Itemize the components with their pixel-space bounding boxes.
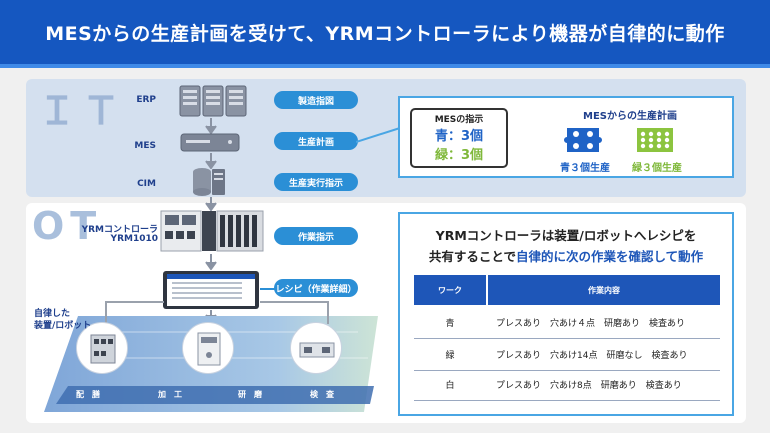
controller-label-model: YRM1010 [110, 234, 158, 244]
page-title: MESからの生産計画を受けて、YRMコントローラにより機器が自律的に動作 [0, 0, 770, 68]
it-section-label: ＩＴ [38, 89, 127, 133]
pill-manufacturing-order: 製造指図 [274, 91, 358, 109]
arrow-down-icon [205, 153, 217, 169]
yrm-controller-device [160, 210, 264, 252]
device-circle-3 [290, 322, 342, 374]
yrm-callout-line1: YRMコントローラは装置/ロボットへレシピを [435, 228, 697, 243]
page-title-text: MESからの生産計画を受けて、YRMコントローラにより機器が自律的に動作 [45, 22, 725, 45]
callout-connector [356, 127, 401, 143]
robot-label-line2: 装置/ロボット [34, 321, 92, 331]
mes-instruction-box [410, 108, 508, 168]
yrm-explanation-callout [398, 212, 734, 416]
table-divider [414, 338, 720, 339]
pill-recipe: レシピ（作業詳細） [274, 279, 358, 297]
floor-step-1: 配 膳 [76, 390, 100, 399]
floor-step-2: 加 工 [158, 390, 182, 399]
yrm-callout-line2-highlight: 自律的に次の作業を確認して動作 [516, 249, 704, 264]
yrm-callout-line2-plain: 共有することで [428, 249, 516, 264]
green-production-caption: 緑３個生産 [632, 163, 682, 174]
table-row-3-content: プレスあり 穴あけ8点 研磨あり 検査あり [496, 380, 682, 391]
table-row-2-work: 緑 [445, 350, 455, 361]
cim-database-icon [193, 168, 225, 196]
cim-label: CIM [137, 179, 156, 189]
pill-production-exec: 生産実行指示 [274, 173, 358, 191]
erp-label: ERP [136, 95, 156, 105]
controller-label-name: YRMコントローラ [81, 225, 158, 235]
mes-green-count: 緑：3個 [434, 148, 484, 163]
floor-step-4: 検 査 [310, 390, 334, 399]
table-row-3-work: 白 [445, 380, 455, 391]
recipe-connector [260, 288, 276, 290]
table-row-1-content: プレスあり 穴あけ４点 研磨あり 検査あり [496, 318, 686, 329]
mes-blue-count: 青：3個 [434, 129, 484, 144]
table-divider [414, 370, 720, 371]
drive-unit-icon [197, 332, 221, 366]
table-row-2-content: プレスあり 穴あけ14点 研磨なし 検査あり [496, 350, 688, 361]
mes-plan-title: MESからの生産計画 [583, 111, 677, 122]
io-module-icon [90, 334, 116, 364]
mes-label: MES [134, 141, 156, 151]
device-circle-2 [182, 322, 234, 374]
table-header-work: ワーク [414, 275, 486, 305]
table-row-1-work: 青 [445, 318, 455, 329]
inspection-unit-icon [299, 342, 335, 358]
mes-server-icon [180, 133, 240, 152]
yrm-callout-line2: 共有することで自律的に次の作業を確認して動作 [398, 246, 734, 265]
device-circle-1 [76, 322, 128, 374]
erp-server-icon [179, 85, 247, 117]
table-divider [414, 400, 720, 401]
pill-work-instruction: 作業指示 [274, 227, 358, 245]
blue-production-caption: 青３個生産 [560, 163, 610, 174]
robot-label-line1: 自律した [34, 309, 71, 319]
floor-step-3: 研 磨 [238, 390, 262, 399]
ot-section-label: OT [32, 204, 103, 248]
device-links [105, 301, 329, 324]
pill-production-plan: 生産計画 [274, 132, 358, 150]
mes-instruction-title: MESの指示 [434, 115, 484, 125]
arrow-down-icon [205, 254, 217, 270]
arrow-down-icon [205, 118, 217, 134]
blue-block-icon [564, 128, 602, 152]
tablet-display [163, 271, 259, 309]
arrow-down-icon [205, 197, 217, 211]
table-header-content: 作業内容 [488, 275, 720, 305]
green-block-icon [637, 128, 673, 152]
